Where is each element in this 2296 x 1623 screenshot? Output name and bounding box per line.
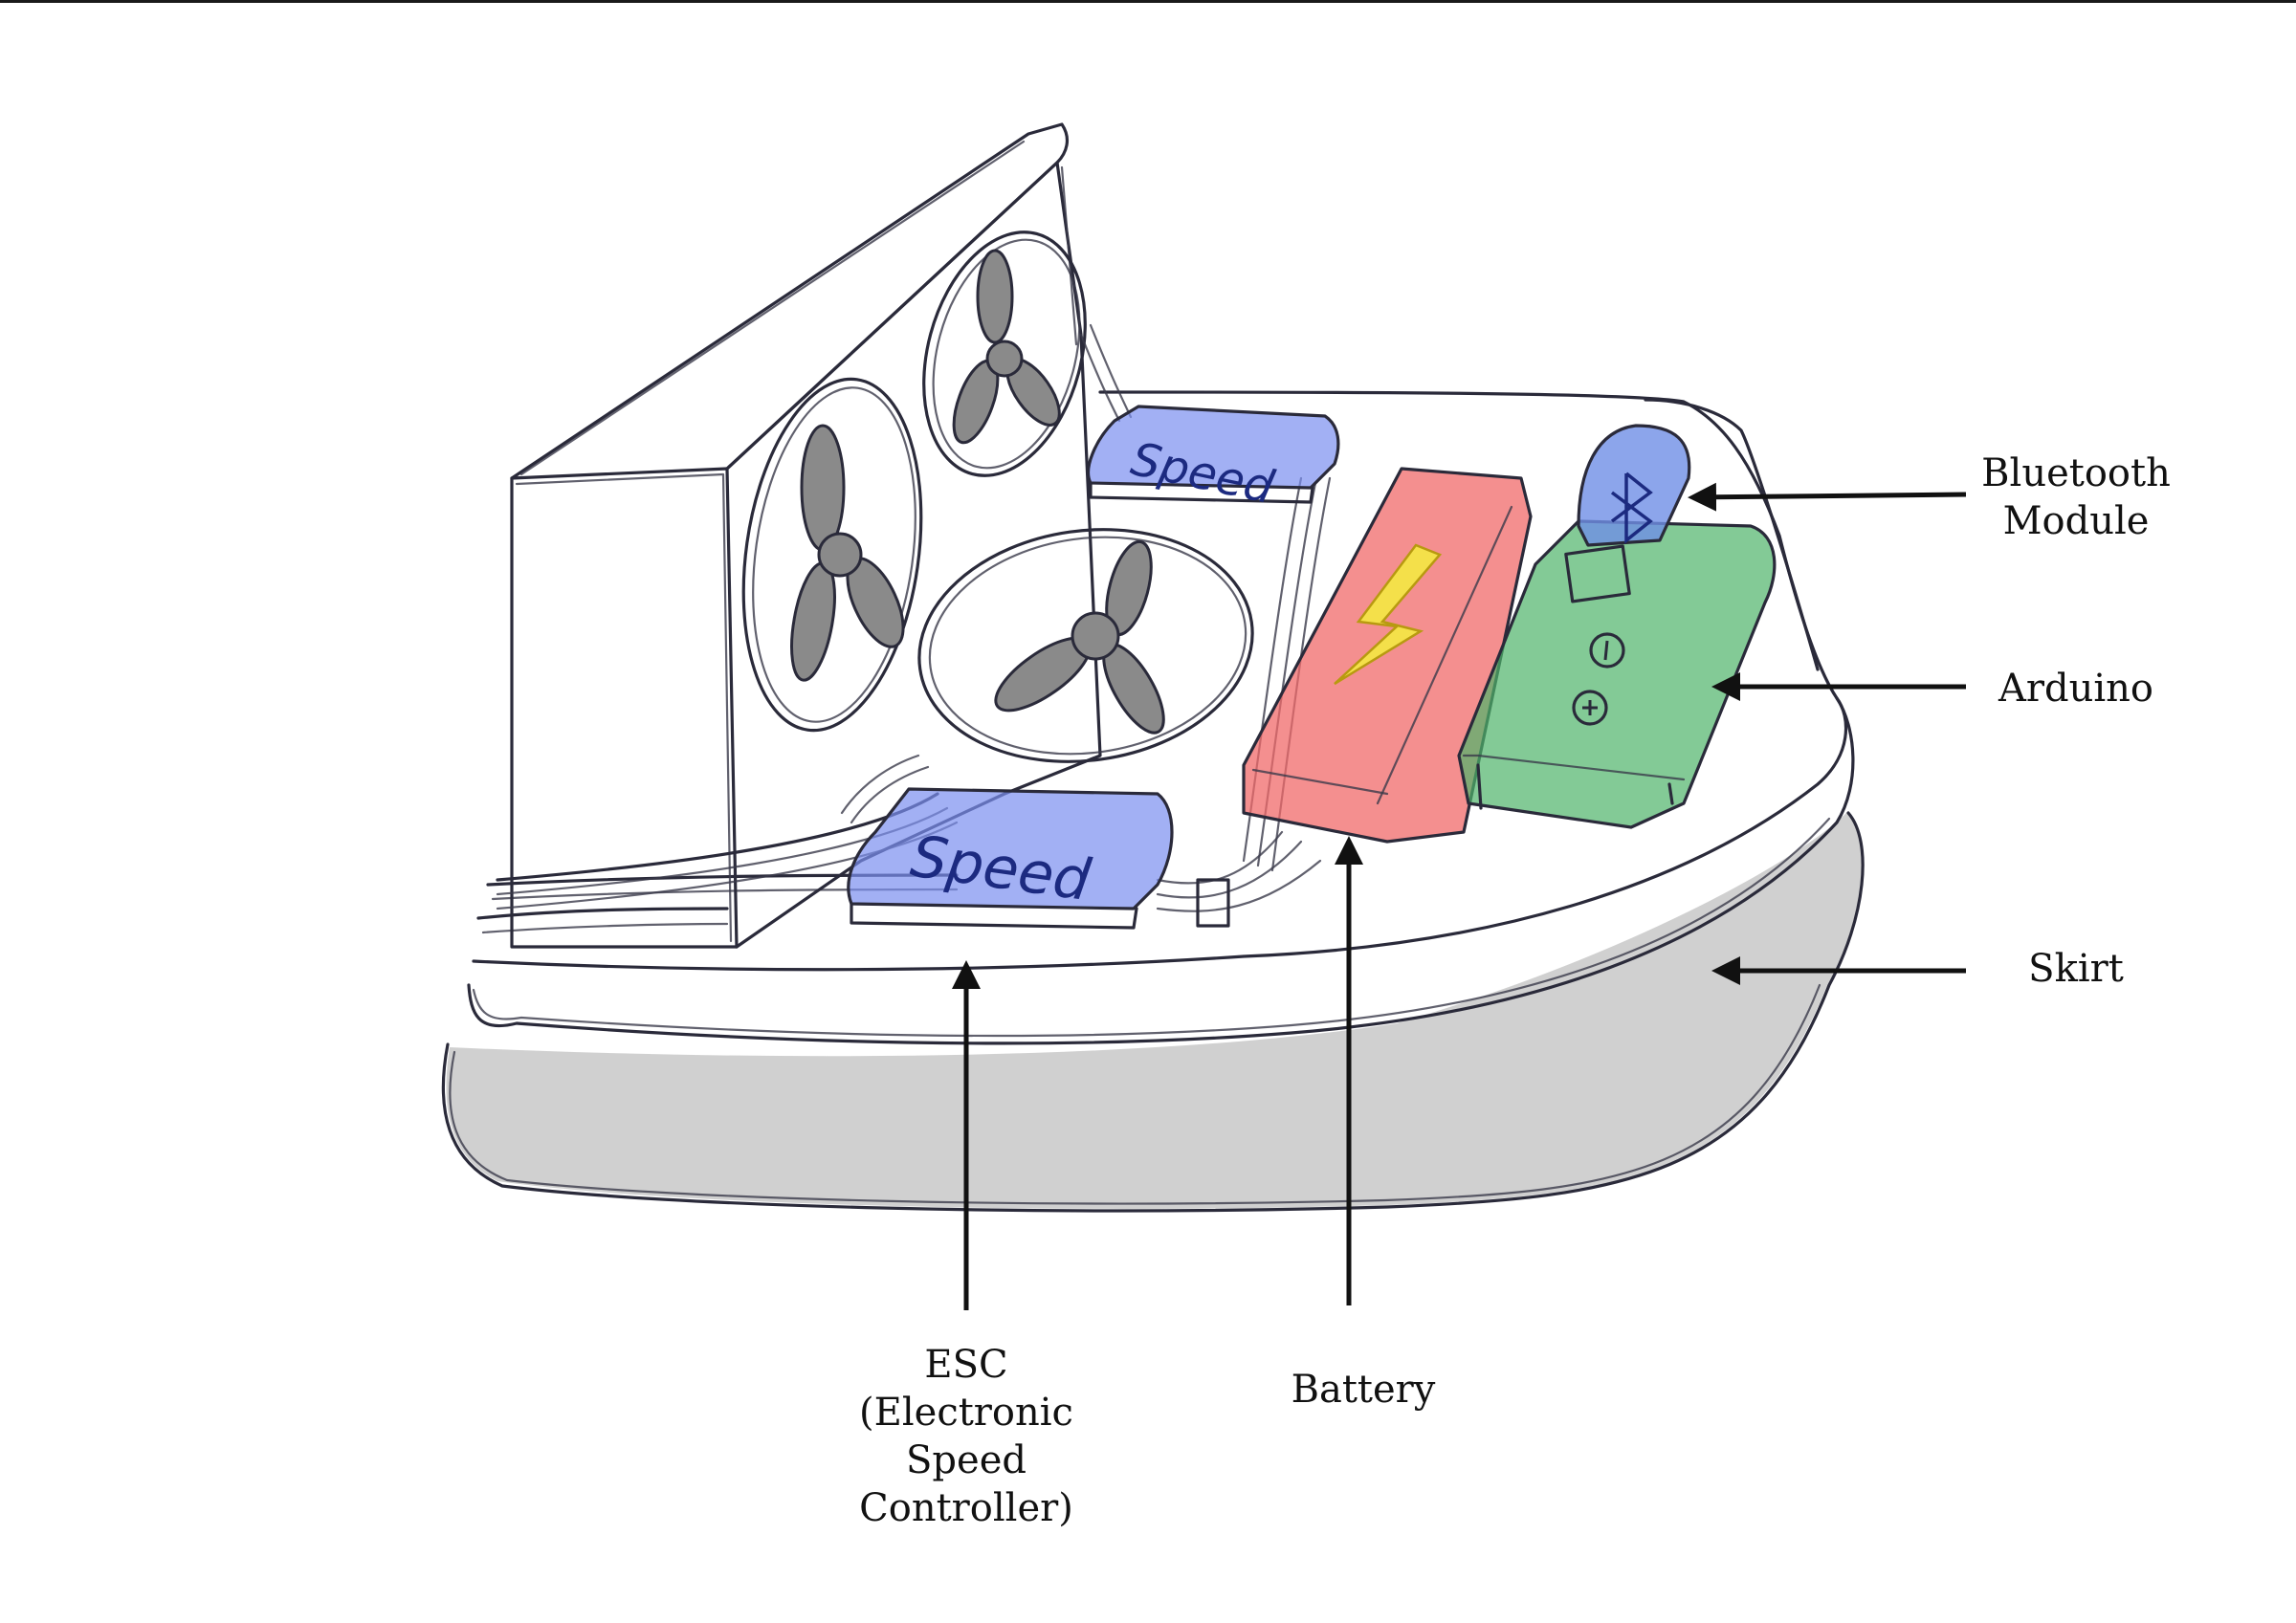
- label-battery: Battery: [1263, 1366, 1464, 1414]
- label-line: ESC: [924, 1343, 1008, 1387]
- esc-bottom: Speed: [847, 787, 1174, 930]
- propeller-icon: [952, 249, 1061, 445]
- label-bluetooth-module: Bluetooth Module: [1952, 450, 2200, 545]
- fan-left: [741, 377, 923, 733]
- bluetooth-module: [1564, 424, 1691, 603]
- fan-right: [917, 528, 1254, 763]
- arduino-infinity-logo: [1572, 632, 1625, 726]
- label-arduino: Arduino: [1961, 665, 2191, 713]
- esc-top: Speed: [1087, 405, 1340, 515]
- arduino: [1457, 519, 1777, 829]
- label-skirt: Skirt: [1999, 945, 2152, 993]
- propeller-icon: [994, 539, 1165, 735]
- label-line: (Electronic: [859, 1391, 1073, 1435]
- label-line: Skirt: [2028, 947, 2124, 991]
- callout-arrows: [952, 482, 1967, 1310]
- fan-housing: [496, 122, 1102, 949]
- label-line: Module: [2002, 499, 2150, 543]
- fan-top: [922, 230, 1087, 477]
- label-line: Controller): [859, 1486, 1073, 1530]
- lightning-bolt-icon: [1334, 543, 1443, 686]
- skirt: [441, 811, 1865, 1213]
- label-line: Arduino: [1998, 667, 2153, 711]
- label-line: Bluetooth: [1981, 451, 2171, 495]
- label-esc: ESC (Electronic Speed Controller): [823, 1341, 1110, 1532]
- label-line: Battery: [1291, 1368, 1436, 1412]
- arrow-bluetooth: [1688, 482, 1967, 512]
- label-line: Speed: [906, 1438, 1027, 1482]
- bluetooth-icon: [1610, 472, 1653, 544]
- propeller-icon: [790, 424, 905, 682]
- page-top-rule: [0, 0, 2296, 3]
